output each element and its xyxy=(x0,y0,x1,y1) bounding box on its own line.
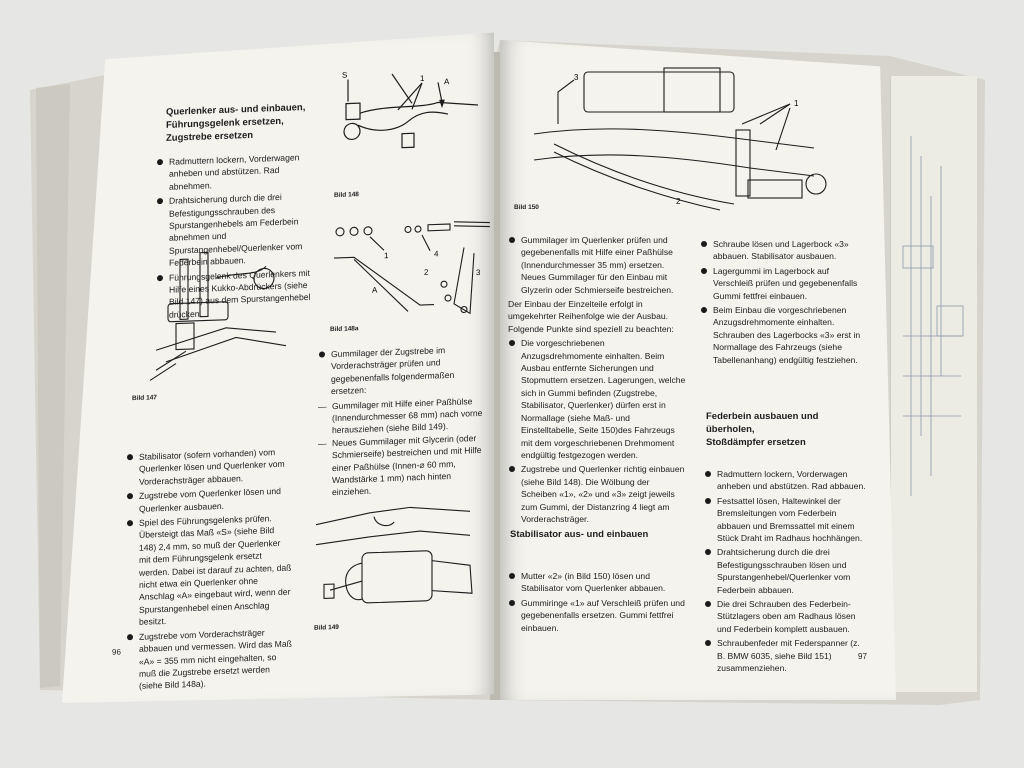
gummilager-dash-1: Gummilager mit Hilfe einer Paßhülse (Inn… xyxy=(318,394,488,437)
right-col-1: Gummilager im Querlenker prüfen und gege… xyxy=(508,234,686,527)
page-number-right: 97 xyxy=(858,652,867,661)
list-item: Radmuttern lockern, Vorderwagen anheben … xyxy=(704,468,868,493)
list-item: Lagergummi im Lagerbock auf Verschleiß p… xyxy=(700,265,862,302)
stabilisator-list: Mutter «2» (in Bild 150) lösen und Stabi… xyxy=(508,570,686,636)
caption-bild-148: Bild 148 xyxy=(334,191,359,200)
figure-150: 1 2 3 xyxy=(533,67,827,211)
label-1: 1 xyxy=(794,99,799,108)
einbau-paragraph: Der Einbau der Einzelteile erfolgt in um… xyxy=(508,299,674,334)
figure-149 xyxy=(310,489,480,625)
caption-bild-147: Bild 147 xyxy=(132,394,157,403)
wiring-diagram-edge xyxy=(902,136,964,496)
page-number-left: 96 xyxy=(112,647,121,657)
heading-line: Federbein ausbauen und überholen, xyxy=(706,411,819,435)
steps-bottom-list: Stabilisator (sofern vorhanden) vom Quer… xyxy=(126,446,292,696)
list-item: Schraube lösen und Lagerbock «3» abbauen… xyxy=(700,238,862,263)
caption-bild-148a: Bild 148a xyxy=(330,325,359,334)
label-2: 2 xyxy=(424,268,429,277)
figure-148: S 1 A xyxy=(328,61,488,197)
gummilager-block: Gummilager der Zugstrebe im Vorderachstr… xyxy=(318,343,488,500)
list-item: Mutter «2» (in Bild 150) lösen und Stabi… xyxy=(508,570,686,595)
list-item: Radmuttern lockern, Vorderwagen anheben … xyxy=(156,151,316,194)
label-4: 4 xyxy=(434,249,439,258)
label-2: 2 xyxy=(676,197,681,206)
caption-bild-149: Bild 149 xyxy=(314,623,339,632)
figure-147 xyxy=(146,235,296,390)
figure-148a: 1 2 3 4 A xyxy=(324,212,494,328)
caption-bild-150: Bild 150 xyxy=(514,204,539,211)
label-3: 3 xyxy=(476,268,481,277)
section-heading-querlenker: Querlenker aus- und einbauen, Führungsge… xyxy=(166,101,316,145)
list-item: Stabilisator (sofern vorhanden) vom Quer… xyxy=(126,446,292,489)
label-s: S xyxy=(342,71,347,80)
list-item: Die vorgeschriebenen Anzugsdrehmomente e… xyxy=(508,337,686,461)
list-item: Gummiringe «1» auf Verschleiß prüfen und… xyxy=(508,597,686,634)
right-col-2-list: Schraube lösen und Lagerbock «3» abbauen… xyxy=(700,238,862,368)
label-3: 3 xyxy=(574,73,579,82)
list-item: Festsattel lösen, Haltewinkel der Bremsl… xyxy=(704,495,868,545)
page-edge-stack xyxy=(890,76,977,692)
heading-line: Stoßdämpfer ersetzen xyxy=(706,437,806,448)
left-page: Querlenker aus- und einbauen, Führungsge… xyxy=(62,32,494,709)
list-item: Zugstrebe vom Querlenker lösen und Querl… xyxy=(126,485,292,516)
list-item: Drahtsicherung durch die drei Befestigun… xyxy=(704,546,868,596)
list-item: Gummilager im Querlenker prüfen und gege… xyxy=(508,234,686,296)
list-item: Schraubenfeder mit Federspanner (z. B. B… xyxy=(704,637,868,674)
label-a: A xyxy=(444,77,450,86)
section-heading-federbein: Federbein ausbauen und überholen, Stoßdä… xyxy=(706,410,866,449)
list-item: Beim Einbau die vorgeschriebenen Anzugsd… xyxy=(700,304,862,366)
federbein-list: Radmuttern lockern, Vorderwagen anheben … xyxy=(704,468,868,677)
list-item: Die drei Schrauben des Federbein-Stützla… xyxy=(704,598,868,635)
label-1: 1 xyxy=(420,74,425,83)
label-1: 1 xyxy=(384,251,389,260)
list-item: Spiel des Führungsgelenks prüfen. Überst… xyxy=(126,512,292,629)
right-page: 1 2 3 Bild 150 Gummilager im Querlenker … xyxy=(500,40,896,700)
label-a: A xyxy=(372,286,378,295)
list-item: Zugstrebe und Querlenker richtig einbaue… xyxy=(508,463,686,525)
list-item: Zugstrebe vom Vorderachsträger abbauen u… xyxy=(126,625,292,693)
section-heading-stabilisator: Stabilisator aus- und einbauen xyxy=(510,529,649,540)
gummilager-intro: Gummilager der Zugstrebe im Vorderachstr… xyxy=(318,343,488,399)
